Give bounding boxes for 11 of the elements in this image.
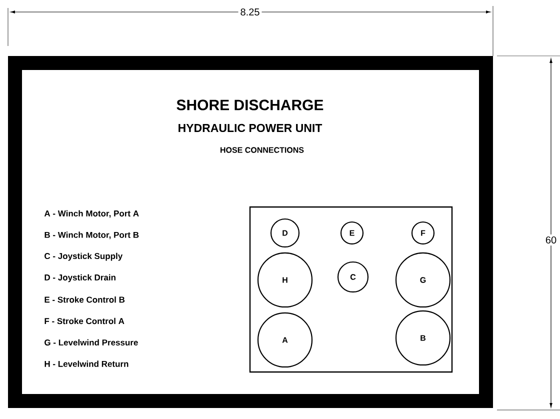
legend-entry: C - Joystick Supply bbox=[44, 252, 123, 261]
legend-entry: F - Stroke Control A bbox=[44, 318, 124, 324]
dimension-label: 8.25 bbox=[238, 6, 262, 18]
legend-entry: B - Winch Motor, Port B bbox=[44, 232, 139, 240]
legend-entry: A - Winch Motor, Port A bbox=[44, 210, 139, 218]
legend-entry: D - Joystick Drain bbox=[44, 274, 116, 282]
dimension-label: 60 bbox=[543, 234, 559, 246]
legend-entry: G - Levelwind Pressure bbox=[44, 339, 138, 346]
legend-entry: H - Levelwind Return bbox=[44, 360, 128, 367]
legend-entry: E - Stroke Control B bbox=[44, 296, 125, 303]
port-panel bbox=[249, 206, 453, 373]
